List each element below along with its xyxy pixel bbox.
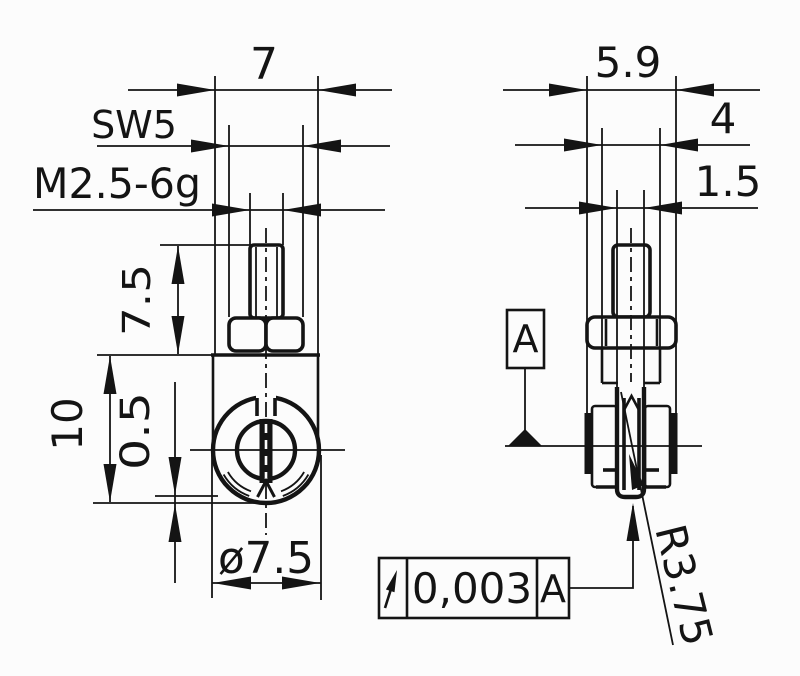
dim-overall-thickness: 5.9 — [503, 38, 760, 413]
dim-overall-height-label: 10 — [43, 397, 92, 450]
tolerance-frame: 0,003 A — [377, 503, 640, 620]
dim-blade-thickness-label: 1.5 — [695, 157, 762, 206]
dim-stud-height: 7.5 — [115, 244, 253, 354]
dim-stud-height-label: 7.5 — [115, 264, 159, 336]
dim-overall-height: 10 — [43, 356, 270, 504]
dim-protrusion-label: 0.5 — [113, 392, 159, 470]
dim-roller-diameter-label: ø7.5 — [218, 533, 314, 584]
hex-nut — [227, 316, 305, 353]
front-view-dimensions: 7 SW5 M2.5-6g 7.5 — [33, 39, 392, 600]
dim-tip-radius-label: R3.75 — [645, 520, 722, 651]
datum-flag: A — [505, 308, 546, 446]
dim-roller-diameter: ø7.5 — [211, 455, 322, 600]
dim-body-thickness: 4 — [515, 94, 750, 348]
front-view — [97, 228, 345, 535]
datum-triangle-icon — [508, 429, 542, 446]
dim-body-thickness-label: 4 — [710, 94, 737, 143]
roller-slot — [259, 419, 273, 483]
dim-wrench-size: SW5 — [91, 103, 390, 317]
tolerance-value-label: 0,003 — [412, 564, 532, 613]
dim-thread: M2.5-6g — [33, 159, 385, 245]
dim-width-label: 7 — [250, 39, 278, 90]
dim-wrench-label: SW5 — [91, 103, 177, 147]
dim-roller-protrusion: 0.5 — [113, 382, 218, 583]
dim-blade-thickness: 1.5 — [525, 157, 761, 387]
tolerance-leader — [569, 506, 634, 589]
side-view-dimensions: 5.9 4 1.5 R3.75 A — [503, 38, 761, 650]
dim-thread-label: M2.5-6g — [33, 159, 201, 208]
dim-overall-thickness-label: 5.9 — [595, 38, 662, 87]
datum-flag-label: A — [513, 317, 539, 361]
circular-runout-icon — [383, 570, 397, 609]
tolerance-datum-label: A — [540, 567, 566, 611]
